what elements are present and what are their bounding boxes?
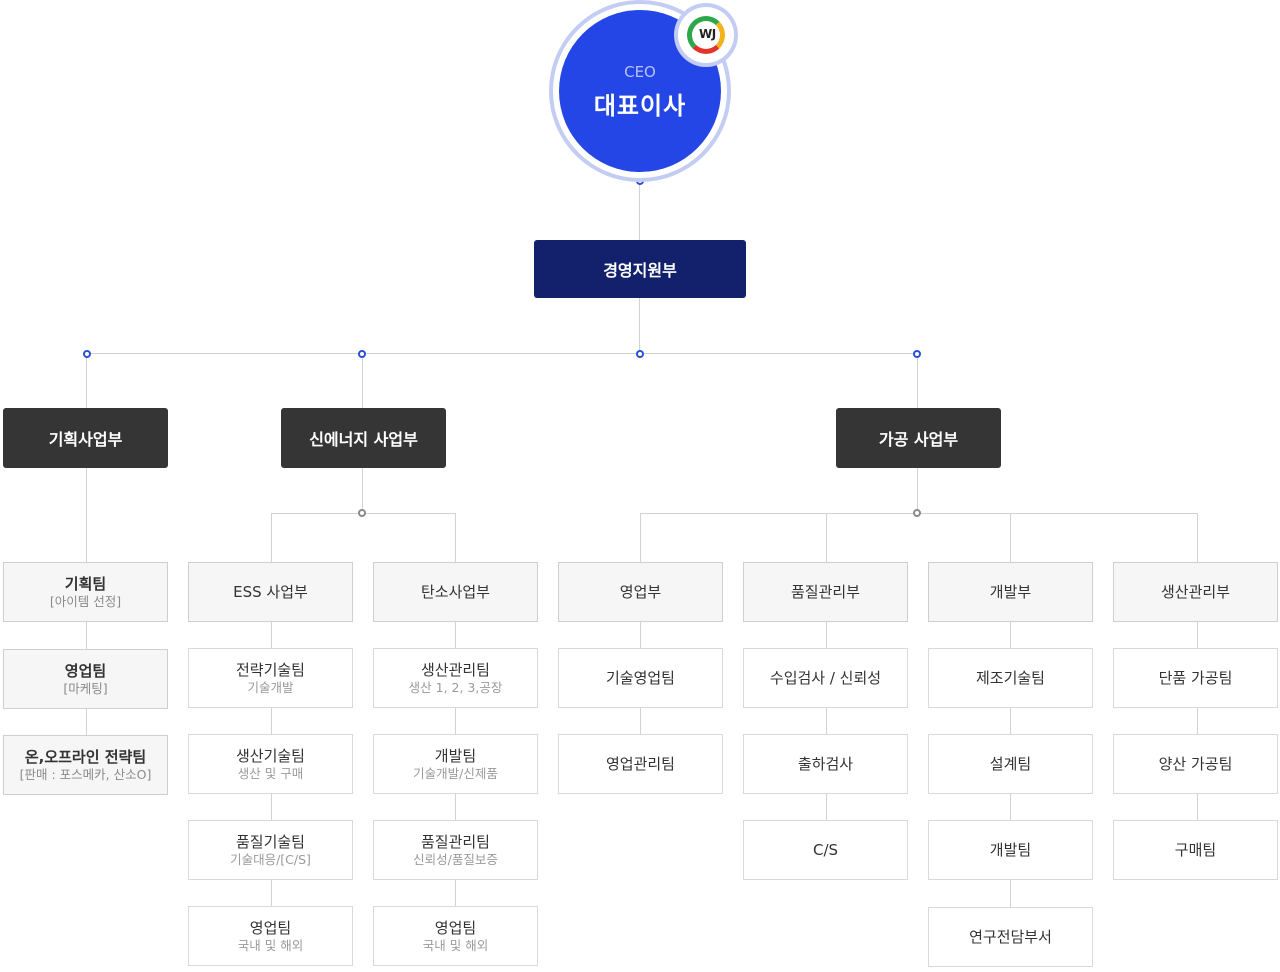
quality-team: 출하검사 [743, 734, 908, 794]
department-name: 생산관리부 [1160, 582, 1230, 601]
development-team: 개발팀 [928, 820, 1093, 880]
carbon-team: 개발팀 기술개발/신제품 [373, 734, 538, 794]
quality-department: 품질관리부 [743, 562, 908, 622]
logo-arc-icon [687, 16, 725, 54]
team-name: 온,오프라인 전략팀 [24, 747, 147, 766]
planning-team: 기획팀 [아이템 선정] [3, 562, 168, 622]
logo-text: WJ [699, 27, 716, 41]
connector-dot [636, 350, 644, 358]
production-department: 생산관리부 [1113, 562, 1278, 622]
quality-team: C/S [743, 820, 908, 880]
carbon-team: 생산관리팀 생산 1, 2, 3,공장 [373, 648, 538, 708]
connector-division-bus [86, 353, 918, 354]
team-name: 연구전담부서 [969, 927, 1052, 946]
development-team: 제조기술팀 [928, 648, 1093, 708]
team-desc: 생산 및 구매 [237, 765, 304, 781]
team-desc: [판매 : 포스메카, 산소O] [19, 766, 152, 782]
logo-badge: WJ [678, 7, 734, 63]
team-desc: 신뢰성/품질보증 [413, 851, 498, 867]
team-name: 생산관리팀 [420, 660, 490, 679]
connector-energy [362, 353, 363, 408]
ess-department: ESS 사업부 [188, 562, 353, 622]
production-team: 양산 가공팀 [1113, 734, 1278, 794]
quality-team: 수입검사 / 신뢰성 [743, 648, 908, 708]
team-name: 영업관리팀 [605, 754, 675, 773]
team-name: 출하검사 [797, 754, 854, 773]
team-name: 제조기술팀 [975, 668, 1045, 687]
connector-dot [358, 509, 366, 517]
ceo-english-label: CEO [624, 63, 656, 81]
department-name: 품질관리부 [790, 582, 860, 601]
carbon-team: 품질관리팀 신뢰성/품질보증 [373, 820, 538, 880]
planning-team: 온,오프라인 전략팀 [판매 : 포스메카, 산소O] [3, 735, 168, 795]
connector-dot [913, 350, 921, 358]
team-name: 단품 가공팀 [1158, 668, 1233, 687]
connector-planning [86, 353, 87, 408]
ess-team: 품질기술팀 기술대응/[C/S] [188, 820, 353, 880]
team-name: C/S [812, 840, 839, 859]
planning-team: 영업팀 [마케팅] [3, 649, 168, 709]
production-team: 구매팀 [1113, 820, 1278, 880]
ceo-korean-label: 대표이사 [593, 92, 687, 120]
team-name: 구매팀 [1174, 840, 1217, 859]
development-team: 설계팀 [928, 734, 1093, 794]
team-name: 기획팀 [64, 574, 107, 593]
team-name: 개발팀 [434, 746, 477, 765]
connector-ess-column [271, 513, 272, 953]
team-name: 품질기술팀 [235, 832, 305, 851]
connector-processing [917, 353, 918, 408]
team-desc: 생산 1, 2, 3,공장 [408, 679, 503, 695]
development-department: 개발부 [928, 562, 1093, 622]
management-support-node: 경영지원부 [534, 240, 746, 298]
department-name: 영업부 [619, 582, 662, 601]
team-name: 기술영업팀 [605, 668, 675, 687]
connector-energy-down [362, 468, 363, 513]
connector-sales-column [640, 513, 641, 763]
department-name: ESS 사업부 [233, 582, 308, 601]
team-desc: 기술대응/[C/S] [230, 851, 311, 867]
connector-management-bus [639, 298, 640, 353]
division-planning: 기획사업부 [3, 408, 168, 468]
sales-department: 영업부 [558, 562, 723, 622]
department-name: 개발부 [989, 582, 1032, 601]
team-name: 생산기술팀 [235, 746, 305, 765]
carbon-department: 탄소사업부 [373, 562, 538, 622]
team-desc: 국내 및 해외 [237, 937, 304, 953]
connector-dev-column [1010, 513, 1011, 936]
connector-processing-down [917, 468, 918, 513]
carbon-team: 영업팀 국내 및 해외 [373, 906, 538, 966]
team-name: 영업팀 [434, 918, 477, 937]
connector-dot [913, 509, 921, 517]
production-team: 단품 가공팀 [1113, 648, 1278, 708]
connector-planning-teams [86, 468, 87, 793]
connector-dot [83, 350, 91, 358]
team-name: 양산 가공팀 [1158, 754, 1233, 773]
team-name: 수입검사 / 신뢰성 [769, 668, 882, 687]
team-name: 개발팀 [989, 840, 1032, 859]
ess-team: 생산기술팀 생산 및 구매 [188, 734, 353, 794]
team-desc: [아이템 선정] [49, 593, 122, 609]
ess-team: 영업팀 국내 및 해외 [188, 906, 353, 966]
development-team: 연구전담부서 [928, 907, 1093, 967]
division-new-energy: 신에너지 사업부 [281, 408, 446, 468]
sales-team: 영업관리팀 [558, 734, 723, 794]
team-name: 영업팀 [64, 661, 107, 680]
division-processing: 가공 사업부 [836, 408, 1001, 468]
team-desc: 국내 및 해외 [422, 937, 489, 953]
team-name: 전략기술팀 [235, 660, 305, 679]
team-desc: [마케팅] [63, 680, 108, 696]
team-name: 설계팀 [989, 754, 1032, 773]
connector-dot [358, 350, 366, 358]
company-logo: WJ [674, 3, 738, 67]
connector-carbon-column [455, 513, 456, 953]
connector-ceo-management [639, 183, 640, 240]
team-name: 영업팀 [249, 918, 292, 937]
ess-team: 전략기술팀 기술개발 [188, 648, 353, 708]
team-name: 품질관리팀 [420, 832, 490, 851]
team-desc: 기술개발 [247, 679, 294, 695]
sales-team: 기술영업팀 [558, 648, 723, 708]
department-name: 탄소사업부 [420, 582, 490, 601]
team-desc: 기술개발/신제품 [413, 765, 498, 781]
